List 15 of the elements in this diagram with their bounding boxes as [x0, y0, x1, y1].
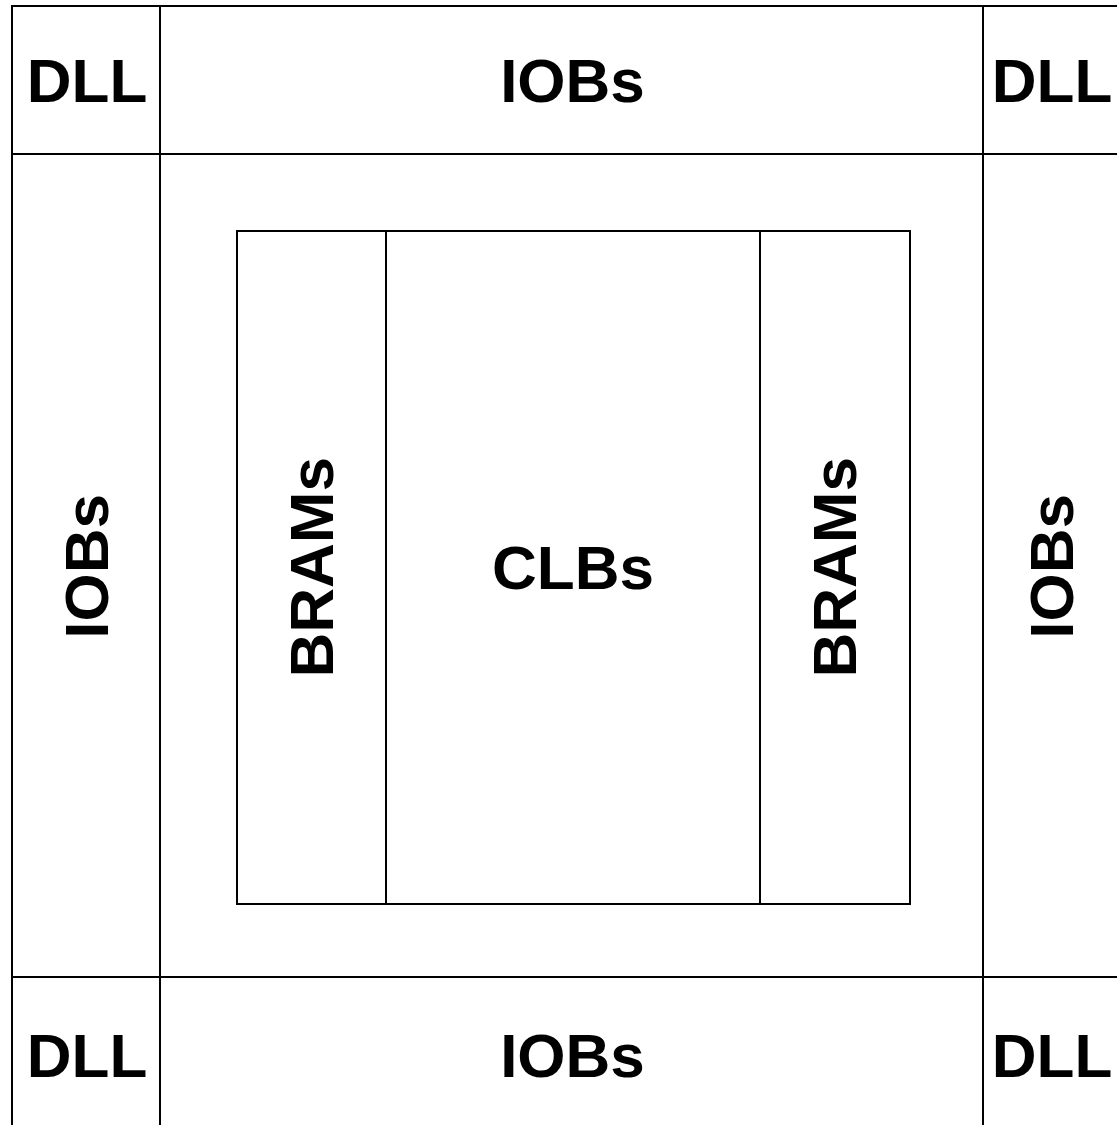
region-label: IOBs — [500, 1025, 645, 1087]
region-label: BRAMs — [804, 457, 866, 678]
region-label: DLL — [991, 1025, 1113, 1087]
region-label: IOBs — [1021, 494, 1083, 639]
region-label: IOBs — [500, 50, 645, 112]
chip-region — [236, 230, 387, 905]
region-label: BRAMs — [280, 457, 343, 678]
region-label: DLL — [26, 50, 148, 112]
region-label: DLL — [26, 1025, 148, 1087]
chip-region — [982, 976, 1117, 1125]
region-label: IOBs — [56, 494, 118, 639]
region-label: DLL — [991, 50, 1113, 112]
chip-region — [759, 230, 911, 905]
chip-region — [385, 230, 761, 905]
region-label: CLBs — [492, 536, 654, 599]
